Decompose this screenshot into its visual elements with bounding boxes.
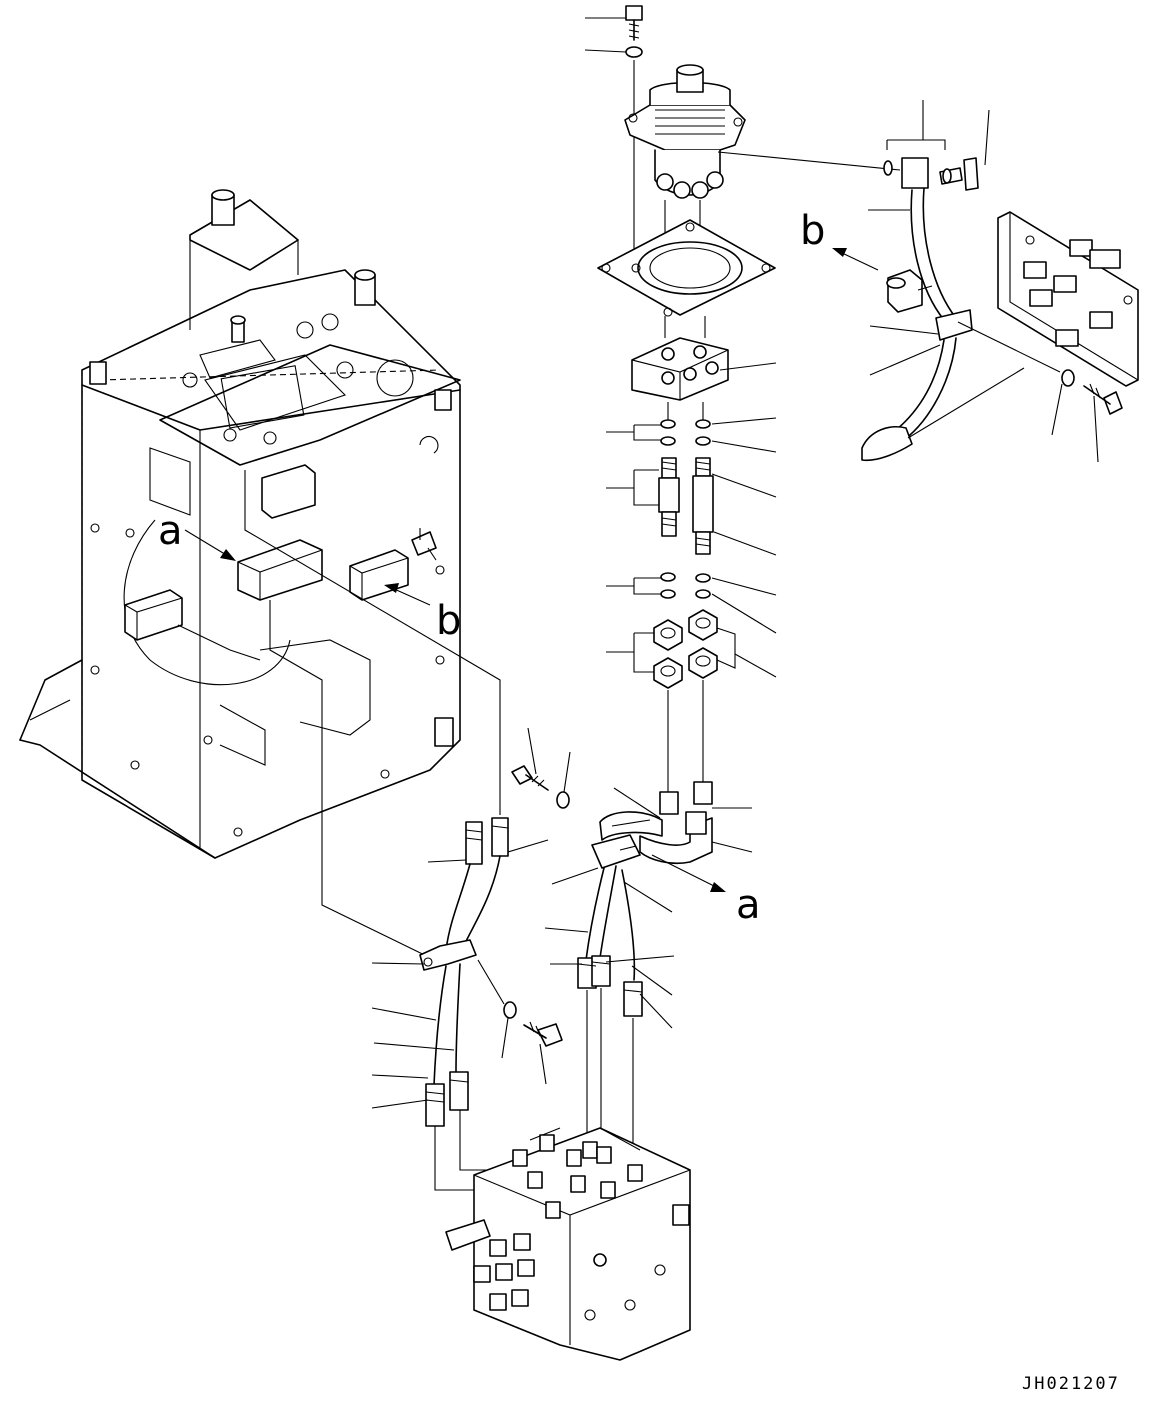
washer-top xyxy=(625,46,643,58)
hose-bundle-left xyxy=(419,817,585,1191)
ppc-valve-stack xyxy=(511,5,776,1180)
hose-junction xyxy=(591,781,713,869)
view-ref-b-bracket: b xyxy=(800,208,879,271)
adapter-right xyxy=(692,457,714,555)
o-ring-1 xyxy=(660,419,676,429)
o-ring-8 xyxy=(695,589,711,599)
o-ring-5 xyxy=(660,572,676,582)
floor-frame-assembly xyxy=(19,189,501,966)
nut-set xyxy=(653,609,718,689)
svg-text:a: a xyxy=(736,882,761,928)
svg-text:a: a xyxy=(158,508,183,554)
svg-text:b: b xyxy=(436,598,461,644)
o-ring-6 xyxy=(695,573,711,583)
ppc-valve xyxy=(624,64,746,248)
view-ref-a-hose: a xyxy=(651,854,761,928)
svg-text:b: b xyxy=(800,208,825,254)
adapter-left xyxy=(658,457,680,537)
mounting-plate xyxy=(597,219,776,317)
hose-bolt xyxy=(511,765,570,809)
o-ring-7 xyxy=(660,589,676,599)
view-ref-b-frame: b xyxy=(384,583,461,644)
view-ref-a-frame: a xyxy=(158,508,236,561)
drawing-code: JH021207 xyxy=(1022,1374,1120,1394)
manifold-block xyxy=(631,337,729,401)
o-ring-4 xyxy=(695,436,711,446)
o-ring-3 xyxy=(660,436,676,446)
control-valve xyxy=(445,1127,691,1361)
mounting-bolt-top xyxy=(625,5,643,41)
callout-leaders xyxy=(371,17,1099,1109)
o-ring-2 xyxy=(695,419,711,429)
right-bracket-assembly xyxy=(717,151,1139,462)
